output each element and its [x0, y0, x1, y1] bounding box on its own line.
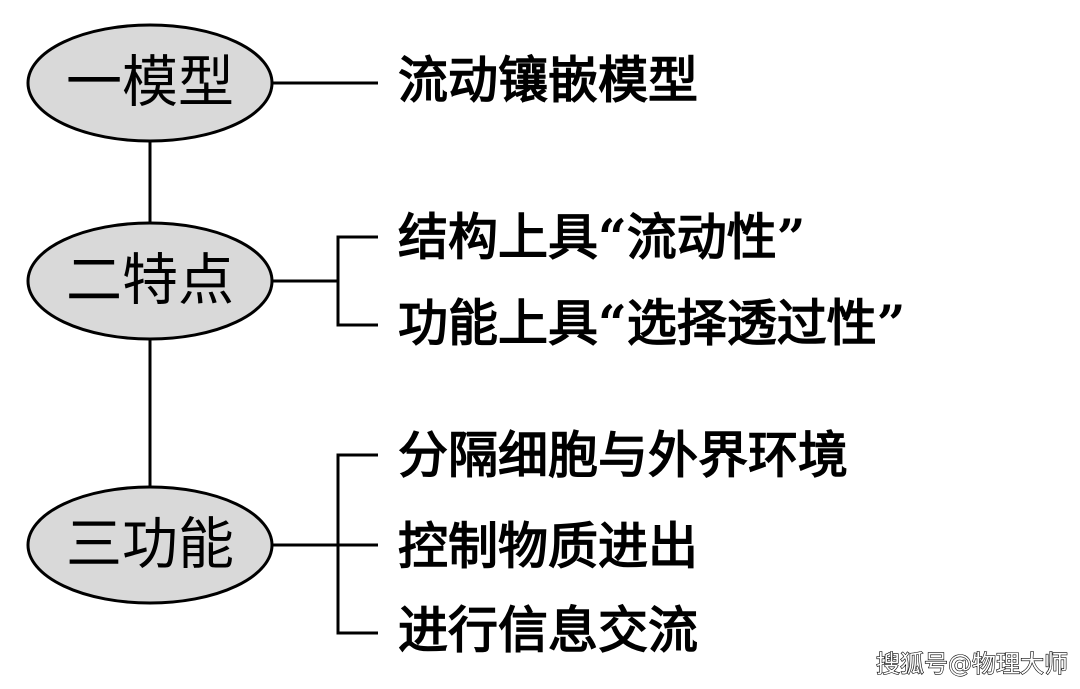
watermark-text: 搜狐号@物理大师: [876, 650, 1068, 678]
node-ellipse: [26, 221, 274, 341]
node-functions: 三功能 分隔细胞与外界环境 控制物质进出 进行信息交流: [26, 426, 848, 660]
branch-label: 功能上具“选择透过性”: [398, 294, 906, 353]
node-ellipse: [26, 485, 274, 605]
node-ellipse: [26, 23, 274, 143]
node-label: 二特点: [66, 249, 234, 314]
node-model: 一模型 流动镶嵌模型: [26, 23, 698, 143]
branch-label: 控制物质进出: [398, 517, 698, 576]
bracket-connector: [336, 453, 378, 635]
bracket-connector: [336, 235, 378, 327]
node-features: 二特点 结构上具“流动性” 功能上具“选择透过性”: [26, 208, 906, 353]
branch-label: 分隔细胞与外界环境: [398, 426, 848, 485]
branch-label: 进行信息交流: [398, 601, 698, 660]
branch-label: 结构上具“流动性”: [398, 208, 806, 267]
branch-label: 流动镶嵌模型: [398, 51, 698, 110]
node-label: 三功能: [66, 513, 234, 578]
node-label: 一模型: [66, 51, 234, 116]
